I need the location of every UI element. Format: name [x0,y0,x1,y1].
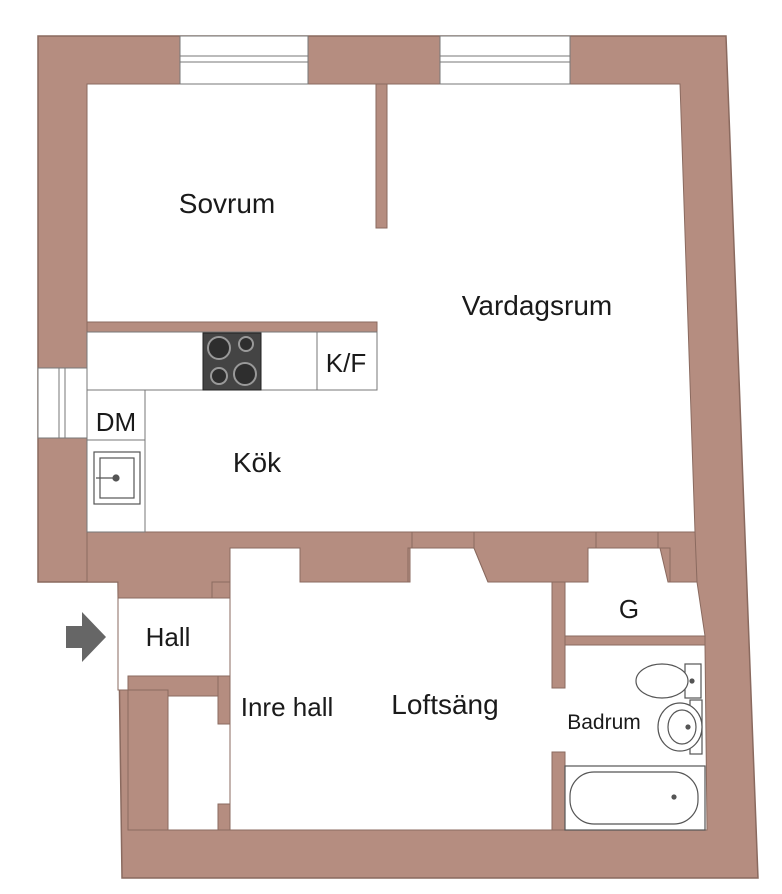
wall-segment-2 [473,531,597,583]
wall-segment-3 [657,531,698,583]
wall-segment-1 [86,531,413,599]
wall-g-badrum [564,635,706,646]
washbasin-icon [657,699,703,755]
label-g: G [619,594,639,624]
interior-walls [86,83,706,831]
arrow-right-icon [66,612,106,662]
label-dm: DM [96,407,136,437]
wall-bath-left [551,581,566,689]
window-icon [37,35,571,439]
stove-icon [202,332,262,391]
kitchen-wall-top [86,321,378,333]
wall-inre-stub-top [217,675,231,725]
label-loftsang: Loftsäng [391,689,498,720]
wall-bath-left-lower [551,751,566,831]
label-inre-hall: Inre hall [241,692,334,722]
label-kf: K/F [326,348,366,378]
label-kok: Kök [233,447,282,478]
toilet-icon [635,663,702,699]
label-hall: Hall [146,622,191,652]
partition-top [375,83,388,229]
floor-areas [86,83,708,831]
label-sovrum: Sovrum [179,188,275,219]
wall-inre-left [127,689,169,831]
wall-inre-stub-bottom [217,803,231,831]
label-vardagsrum: Vardagsrum [462,290,612,321]
label-badrum: Badrum [567,711,641,734]
bathtub-icon [564,765,706,831]
sink-icon [93,451,141,505]
